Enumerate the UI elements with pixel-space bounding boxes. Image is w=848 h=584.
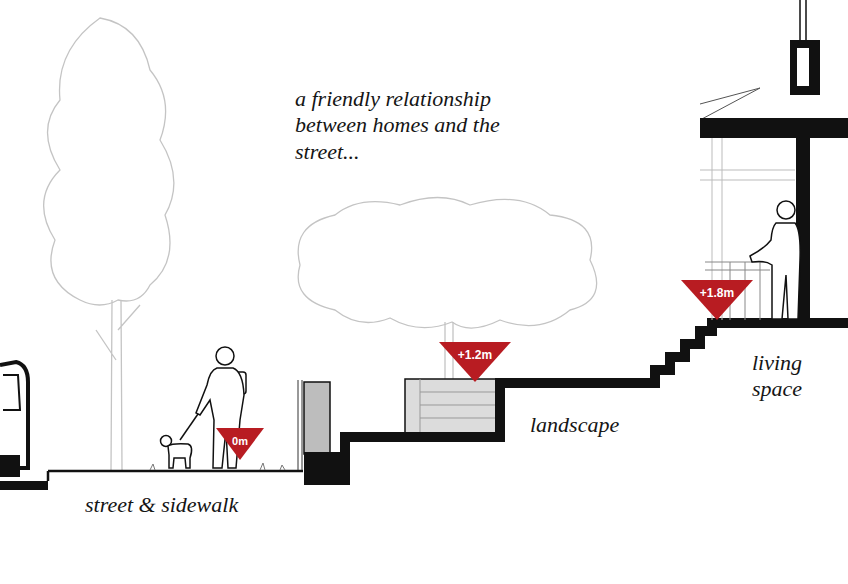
- triangle-shape: [439, 342, 511, 382]
- elevation-label: +1.2m: [458, 348, 492, 362]
- head: [777, 201, 795, 219]
- zone-label: living space: [752, 350, 842, 403]
- upper-wall-inner: [797, 48, 809, 86]
- upper-wall: [790, 40, 820, 95]
- car-wheel: [0, 455, 20, 477]
- elevation-label: 0m: [232, 435, 248, 447]
- marker-text-holder: +1.8m: [681, 280, 753, 301]
- street: [0, 481, 48, 490]
- fence-post: [298, 380, 302, 470]
- person-standing: [750, 201, 800, 319]
- planter-lines: [420, 379, 500, 434]
- level-marker: 0m: [216, 428, 264, 460]
- tree: [44, 18, 174, 470]
- car-window: [3, 375, 20, 410]
- triangle-shape: [216, 428, 264, 460]
- planter-box: [405, 379, 500, 434]
- zone-label: street & sidewalk: [85, 492, 325, 518]
- dog-body: [168, 444, 192, 468]
- planter: [405, 379, 500, 434]
- sidewalk: [48, 471, 303, 481]
- mast: [800, 0, 806, 40]
- level-marker: +1.8m: [681, 280, 753, 320]
- triangle-shape: [681, 280, 753, 320]
- marker-text-holder: 0m: [216, 428, 264, 449]
- tree-canopy: [44, 18, 174, 305]
- car: [0, 362, 28, 477]
- level-marker: +1.2m: [439, 342, 511, 382]
- body: [750, 223, 800, 319]
- floor-slab: [700, 118, 848, 138]
- zone-label: landscape: [530, 412, 660, 438]
- note-text: a friendly relationship between homes an…: [295, 86, 527, 165]
- car-body: [0, 362, 28, 468]
- leash: [180, 414, 198, 440]
- wall-face: [304, 382, 330, 454]
- elevation-label: +1.8m: [700, 286, 734, 300]
- tree-trunk: [96, 300, 140, 470]
- tree-canopy: [298, 198, 596, 329]
- roof-line: [700, 88, 760, 120]
- building: [700, 0, 848, 323]
- marker-text-holder: +1.2m: [439, 342, 511, 363]
- section-profile: [345, 323, 848, 455]
- head: [216, 347, 234, 365]
- wall-footing: [304, 452, 350, 485]
- tree: [298, 198, 596, 383]
